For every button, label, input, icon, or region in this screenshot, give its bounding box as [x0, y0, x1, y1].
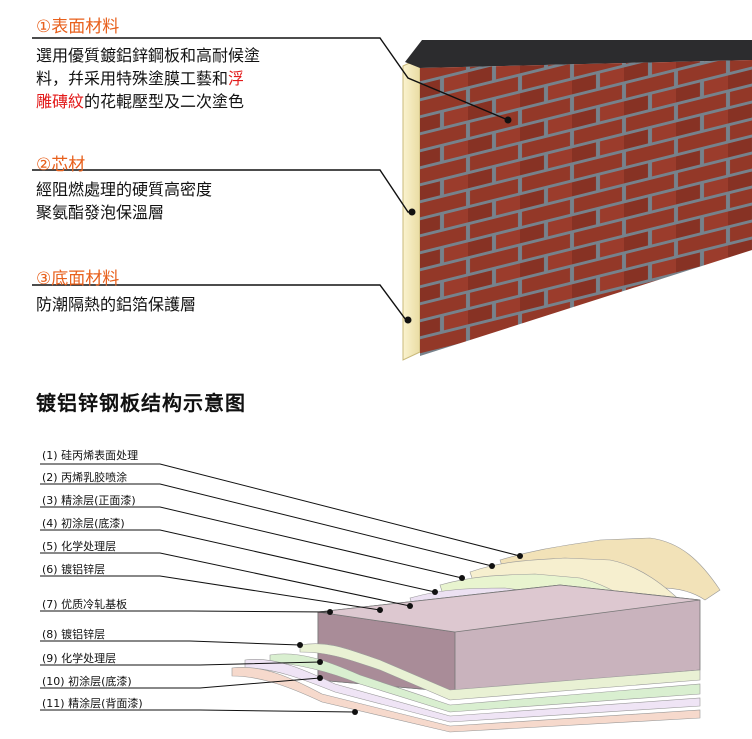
section-title-core: ②芯材 — [36, 150, 85, 175]
layer-label-10: (10) 初涂层(底漆) — [42, 673, 132, 689]
layer-label-7: (7) 优质冷轧基板 — [42, 596, 127, 612]
surface-line-1: 選用優質鍍鋁鋅鋼板和高耐候塗 — [36, 44, 260, 67]
layer-label-1: (1) 硅丙烯表面处理 — [42, 447, 138, 463]
highlight-brick: 雕磚紋 — [36, 92, 84, 111]
layer-label-5: (5) 化学处理层 — [42, 538, 116, 554]
layer-stack — [232, 538, 720, 732]
surface-line-3: 雕磚紋的花輥壓型及二次塗色 — [36, 90, 260, 113]
layer-label-9: (9) 化学处理层 — [42, 650, 116, 666]
layer-label-8: (8) 镀铝锌层 — [42, 626, 105, 642]
layer-label-11: (11) 精涂层(背面漆) — [42, 695, 143, 711]
section-text-surface: 選用優質鍍鋁鋅鋼板和高耐候塗 料，幷采用特殊塗膜工藝和浮 雕磚紋的花輥壓型及二次… — [36, 44, 260, 113]
highlight-fu: 浮 — [228, 69, 244, 88]
section-title-bottom: ③底面材料 — [36, 264, 119, 289]
layer-label-4: (4) 初涂层(底漆) — [42, 515, 125, 531]
layer-label-3: (3) 精涂层(正面漆) — [42, 492, 136, 508]
bottom-line-1: 防潮隔熱的鋁箔保護層 — [36, 293, 196, 316]
diagram-heading: 镀铝锌钢板结构示意图 — [36, 387, 246, 416]
section-title-surface: ①表面材料 — [36, 12, 119, 37]
core-line-1: 經阻燃處理的硬質高密度 — [36, 178, 212, 201]
section-text-bottom: 防潮隔熱的鋁箔保護層 — [36, 293, 196, 316]
surface-line-2: 料，幷采用特殊塗膜工藝和浮 — [36, 67, 260, 90]
layer-label-6: (6) 镀铝锌层 — [42, 561, 105, 577]
section-text-core: 經阻燃處理的硬質高密度 聚氨酯發泡保溫層 — [36, 178, 212, 224]
core-line-2: 聚氨酯發泡保溫層 — [36, 201, 212, 224]
layer-label-2: (2) 丙烯乳胶喷涂 — [42, 469, 127, 485]
